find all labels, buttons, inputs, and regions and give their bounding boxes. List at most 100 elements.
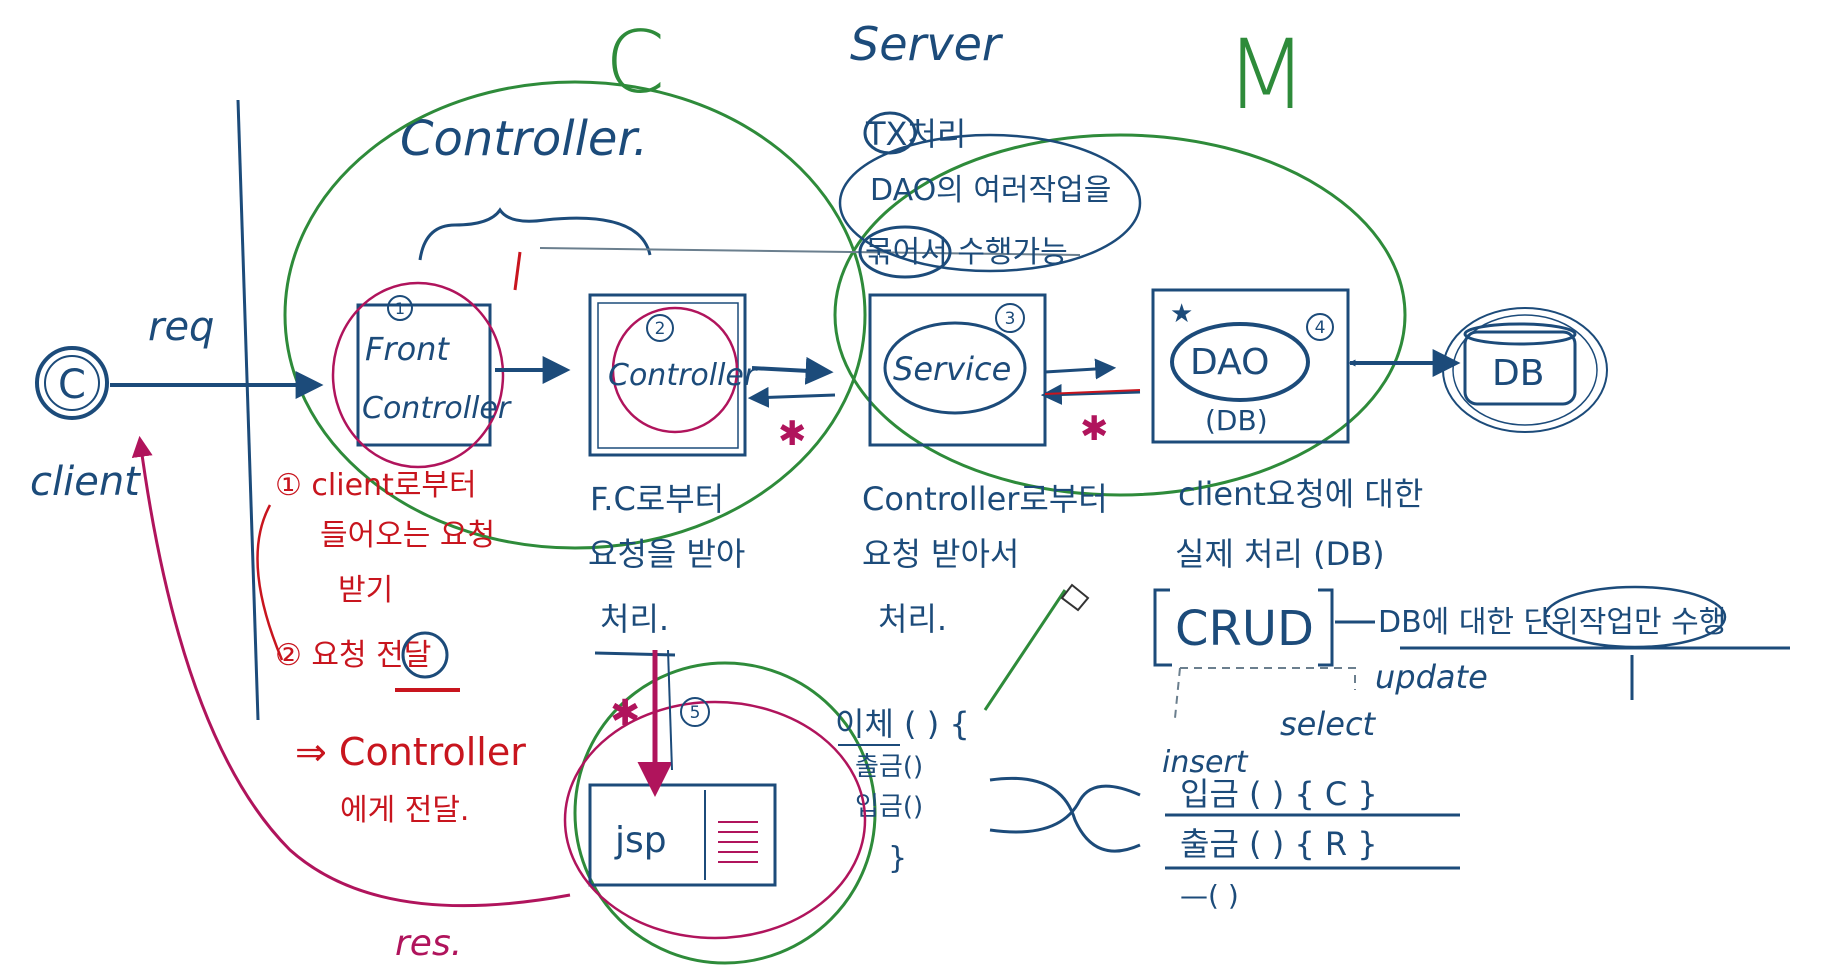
dao-desc-2: 실제 처리 (DB) bbox=[1175, 535, 1385, 573]
res-label: res. bbox=[395, 923, 462, 964]
controller-desc-3: 처리. bbox=[600, 600, 669, 638]
service-method-close: } bbox=[888, 841, 907, 876]
front-note-arrow-line: ⇒ Controller bbox=[295, 730, 526, 774]
crud-note: DB에 대한 단위작업만 수행 bbox=[1378, 605, 1726, 640]
sql-insert: insert bbox=[1162, 745, 1249, 780]
method-cross-arrows bbox=[989, 776, 1141, 853]
header-c: C bbox=[605, 13, 665, 113]
front-controller-highlight bbox=[331, 281, 505, 469]
service-method-line2: 입금() bbox=[855, 792, 923, 822]
front-note-last: 에게 전달. bbox=[340, 793, 469, 828]
star-mark-3: ★ bbox=[1170, 299, 1193, 329]
jsp-label: jsp bbox=[614, 820, 667, 861]
front-controller-line1: Front bbox=[365, 330, 450, 368]
dao-num-circle bbox=[1306, 313, 1334, 341]
controller-box bbox=[588, 293, 747, 457]
dao-box bbox=[1151, 288, 1350, 444]
service-box bbox=[868, 293, 1047, 447]
front-note-1c: 받기 bbox=[338, 573, 393, 608]
model-group-circle bbox=[833, 133, 1407, 497]
dao-sublabel: (DB) bbox=[1205, 404, 1268, 437]
client-server-separator bbox=[236, 99, 260, 721]
front-note-1b: 들어오는 요청 bbox=[320, 518, 495, 553]
front-controller-num-circle bbox=[387, 295, 413, 321]
jsp-num-circle bbox=[680, 697, 710, 727]
controller-to-service-arrow bbox=[751, 356, 834, 385]
service-num: 3 bbox=[1005, 309, 1016, 329]
service-desc-2: 요청 받아서 bbox=[862, 535, 1019, 573]
header-server: Server bbox=[850, 17, 1004, 71]
controller-highlight bbox=[611, 306, 739, 434]
client-label: client bbox=[30, 459, 141, 505]
db-outline-2 bbox=[1452, 314, 1598, 426]
controller-group-circle bbox=[283, 80, 867, 550]
front-note-1a: ① client로부터 bbox=[275, 468, 477, 503]
service-num-circle bbox=[995, 303, 1025, 333]
pencil-icon bbox=[1060, 583, 1090, 612]
service-method-line1: 출금() bbox=[855, 752, 923, 782]
controller-desc-2: 요청을 받아 bbox=[588, 535, 745, 573]
red-underline bbox=[1044, 389, 1141, 395]
controller-label: Controller bbox=[608, 358, 758, 393]
brace-mark bbox=[418, 207, 652, 261]
service-method-head: 이체 ( ) { bbox=[835, 705, 970, 743]
controller-title: Controller. bbox=[400, 111, 648, 167]
star-mark-2: ✱ bbox=[1080, 409, 1109, 449]
front-controller-line2: Controller bbox=[362, 391, 512, 426]
sql-select: select bbox=[1280, 705, 1377, 743]
tx-line2: DAO의 여러작업을 bbox=[870, 173, 1111, 208]
front-note-bracket bbox=[256, 504, 284, 661]
crud-dashed-line bbox=[1174, 667, 1356, 719]
dao-to-service-arrow bbox=[1040, 383, 1141, 405]
service-label: Service bbox=[893, 350, 1011, 388]
dao-highlight bbox=[1170, 322, 1310, 402]
sql-update: update bbox=[1375, 658, 1488, 696]
tx-bundle-circle bbox=[858, 225, 952, 279]
service-highlight bbox=[883, 321, 1027, 415]
service-desc-3: 처리. bbox=[878, 600, 947, 638]
jsp-highlight bbox=[563, 700, 867, 940]
service-desc-1: Controller로부터 bbox=[862, 480, 1108, 518]
service-to-dao-arrow bbox=[1044, 358, 1117, 380]
req-label: req bbox=[148, 304, 214, 350]
red-tick bbox=[513, 251, 522, 291]
header-m: M bbox=[1225, 19, 1308, 131]
tx-line1: TX처리 bbox=[865, 115, 966, 153]
connector-line bbox=[539, 247, 1081, 256]
controller-desc-underline bbox=[594, 651, 676, 657]
front-note-2-circle bbox=[401, 631, 449, 679]
tx-line3: 묶어서 수행가능 bbox=[865, 235, 1068, 270]
client-symbol: C bbox=[58, 362, 86, 408]
client-icon-inner bbox=[44, 355, 100, 411]
response-curve bbox=[131, 435, 571, 908]
controller-num-circle bbox=[646, 314, 674, 342]
db-label: DB bbox=[1492, 353, 1544, 394]
star-mark-4: ✱ bbox=[610, 693, 640, 734]
dao-num: 4 bbox=[1315, 318, 1326, 338]
dao-method-1: 입금 ( ) { C } bbox=[1180, 775, 1378, 813]
db-cylinder-top bbox=[1463, 322, 1577, 346]
service-to-controller-arrow bbox=[747, 386, 836, 408]
dao-desc-1: client요청에 대한 bbox=[1178, 475, 1423, 513]
controller-num: 2 bbox=[655, 319, 666, 339]
front-controller-num: 1 bbox=[395, 299, 405, 318]
db-cylinder bbox=[1463, 330, 1577, 406]
jsp-num: 5 bbox=[690, 703, 701, 723]
jsp-content-lines bbox=[718, 821, 758, 863]
dao-method-3: —( ) bbox=[1180, 879, 1239, 912]
tx-bracket bbox=[838, 133, 1142, 273]
front-controller-box bbox=[356, 303, 492, 447]
client-icon bbox=[35, 346, 109, 420]
db-outline bbox=[1442, 307, 1608, 433]
jsp-box bbox=[588, 783, 777, 887]
controller-to-jsp-line bbox=[667, 649, 673, 771]
crud-label: CRUD bbox=[1175, 601, 1314, 657]
star-mark-1: ✱ bbox=[778, 414, 807, 454]
controller-desc-1: F.C로부터 bbox=[590, 480, 724, 518]
dao-method-2: 출금 ( ) { R } bbox=[1180, 825, 1378, 863]
crud-bracket bbox=[1153, 588, 1334, 667]
dao-label: DAO bbox=[1190, 342, 1269, 383]
view-group-circle bbox=[573, 661, 877, 965]
green-arrow bbox=[983, 589, 1067, 711]
